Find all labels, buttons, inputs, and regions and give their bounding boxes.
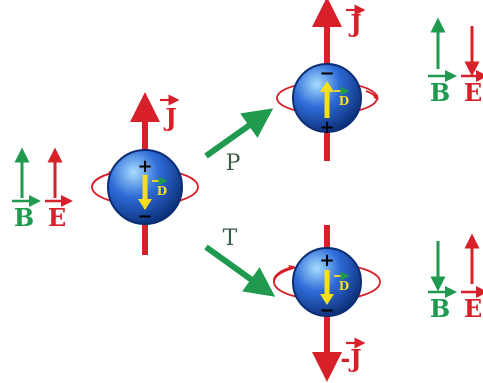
- j-top-label: J: [348, 9, 361, 38]
- time-reversal-arrow: [204, 244, 276, 297]
- j-left-label: J: [163, 103, 176, 132]
- right-bottom-e-label: E: [464, 294, 482, 323]
- particle-top: J − + D: [276, 0, 379, 161]
- d-left-arrowhead: [138, 199, 152, 210]
- plus-bottom: +: [319, 250, 334, 271]
- right-top-field-group: B E: [428, 17, 483, 107]
- left-field-group: B E: [12, 147, 73, 232]
- parity-arrow: [204, 108, 274, 159]
- particle-bottom: -J + − D: [272, 225, 381, 382]
- d-left-label: D: [157, 184, 167, 198]
- orbit-left-arrow: [91, 170, 115, 188]
- parity-transform: P: [204, 108, 274, 176]
- right-bottom-field-group: B E: [428, 233, 483, 323]
- time-reversal-transform: T: [204, 226, 276, 297]
- minus-top: −: [319, 63, 334, 84]
- d-top-arrowhead: [320, 81, 334, 92]
- negj-bottom-label: -J: [340, 344, 361, 373]
- time-reversal-label: T: [223, 226, 238, 251]
- orbit-top-arrow: [365, 90, 379, 101]
- left-e-label: E: [48, 203, 66, 232]
- minus-left: −: [137, 206, 152, 227]
- left-b-label: B: [14, 203, 34, 232]
- d-top-label: D: [339, 94, 349, 108]
- d-bottom-arrowhead: [320, 294, 334, 305]
- right-top-e-label: E: [464, 78, 482, 107]
- right-bottom-b-label: B: [430, 294, 450, 323]
- parity-label: P: [226, 151, 241, 176]
- plus-left: +: [137, 156, 152, 177]
- right-top-b-label: B: [430, 78, 450, 107]
- particle-left: J + − D: [91, 92, 199, 255]
- d-bottom-label: D: [339, 279, 349, 293]
- minus-bottom: −: [319, 300, 334, 321]
- plus-top: +: [319, 117, 334, 138]
